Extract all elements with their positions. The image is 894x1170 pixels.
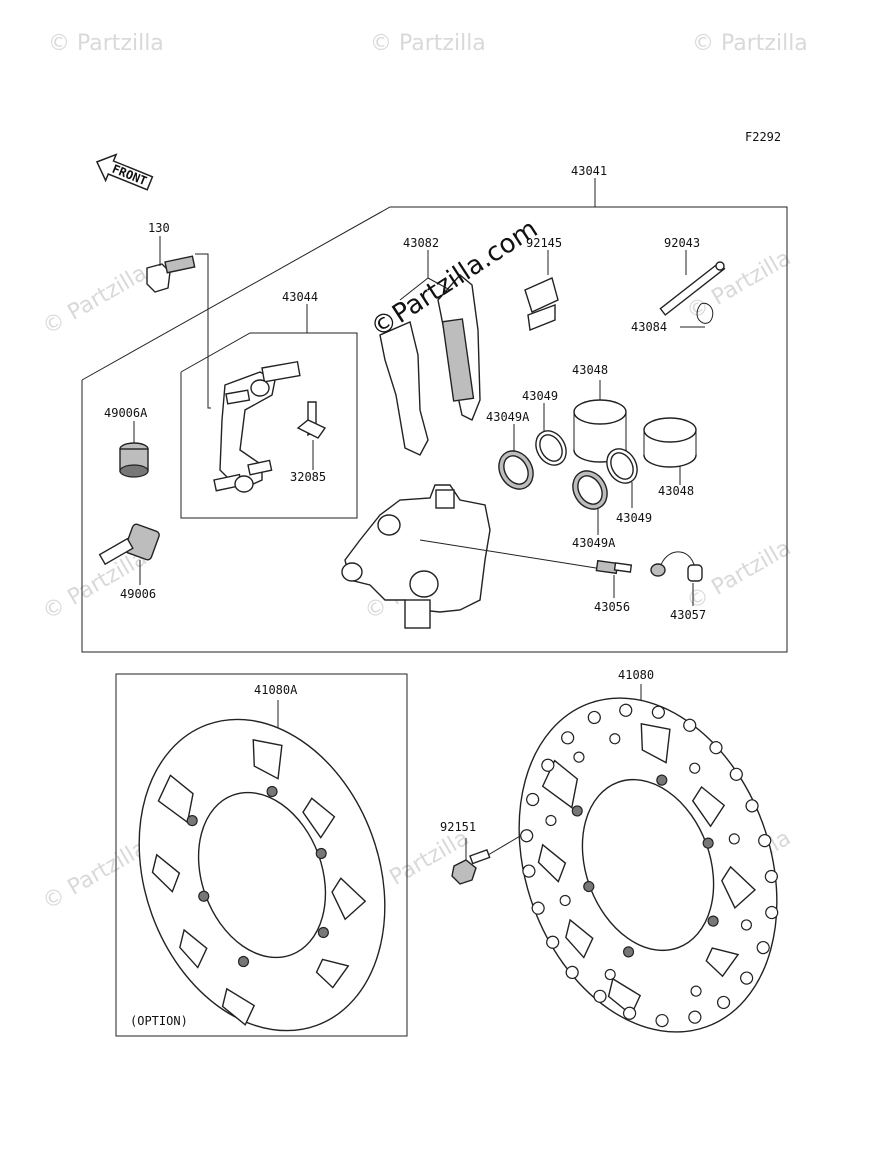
part-label-43049: 43049 [616, 511, 652, 525]
boot-32085 [296, 401, 327, 470]
pad-pin-92043 [659, 250, 726, 316]
seal-43049a [535, 403, 567, 466]
brake-disc-41080A [138, 718, 386, 1032]
watermark: © Partzilla [39, 836, 152, 916]
caliper-bracket [213, 360, 301, 493]
part-label-49006: 49006 [120, 587, 156, 601]
bracket-subassembly-frame [180, 304, 358, 519]
part-label-43049A: 43049A [486, 410, 530, 424]
part-label-43048: 43048 [658, 484, 694, 498]
spring-92145 [524, 250, 559, 331]
part-label-49006A: 49006A [104, 406, 148, 420]
option-label: (OPTION) [130, 1014, 188, 1028]
seal-43049Ab [572, 470, 608, 535]
part-label-43041: 43041 [571, 164, 607, 178]
watermark: © Partzilla [39, 261, 152, 341]
part-label-41080: 41080 [618, 668, 654, 682]
watermark: © Partzilla [370, 31, 486, 56]
part-label-43044: 43044 [282, 290, 318, 304]
part-label-43049A: 43049A [572, 536, 616, 550]
watermark: © Partzilla [48, 31, 164, 56]
cap-43057 [650, 551, 703, 606]
sleeve-49006A [119, 421, 149, 478]
seal-43049b [606, 448, 638, 508]
bleeder-43056 [595, 559, 633, 598]
caliper-body [341, 484, 597, 629]
part-label-130: 130 [148, 221, 170, 235]
front-label: FRONT [110, 162, 149, 189]
part-label-43049: 43049 [522, 389, 558, 403]
brake-disc-41080 [518, 697, 779, 1033]
front-arrow: FRONT [95, 153, 154, 191]
part-label-43082: 43082 [403, 236, 439, 250]
part-label-41080A: 41080A [254, 683, 298, 697]
part-label-92151: 92151 [440, 820, 476, 834]
part-label-32085: 32085 [290, 470, 326, 484]
clip-43084 [680, 302, 714, 328]
figure-code: F2292 [745, 130, 781, 144]
seal-43049Aa [498, 424, 534, 490]
watermark: © Partzilla [39, 546, 152, 626]
caliper-assembly-frame [81, 178, 788, 653]
pin-49006 [98, 523, 160, 585]
part-label-92145: 92145 [526, 236, 562, 250]
bolt-92151 [451, 795, 589, 885]
bolt-130 [146, 236, 211, 409]
brake-pads-43082 [379, 250, 481, 456]
piston-43048b [643, 417, 697, 485]
part-label-43084: 43084 [631, 320, 667, 334]
part-label-43056: 43056 [594, 600, 630, 614]
option-disc-frame [115, 673, 408, 1037]
part-label-43048: 43048 [572, 363, 608, 377]
watermark: © Partzilla [692, 31, 808, 56]
part-label-43057: 43057 [670, 608, 706, 622]
part-label-92043: 92043 [664, 236, 700, 250]
